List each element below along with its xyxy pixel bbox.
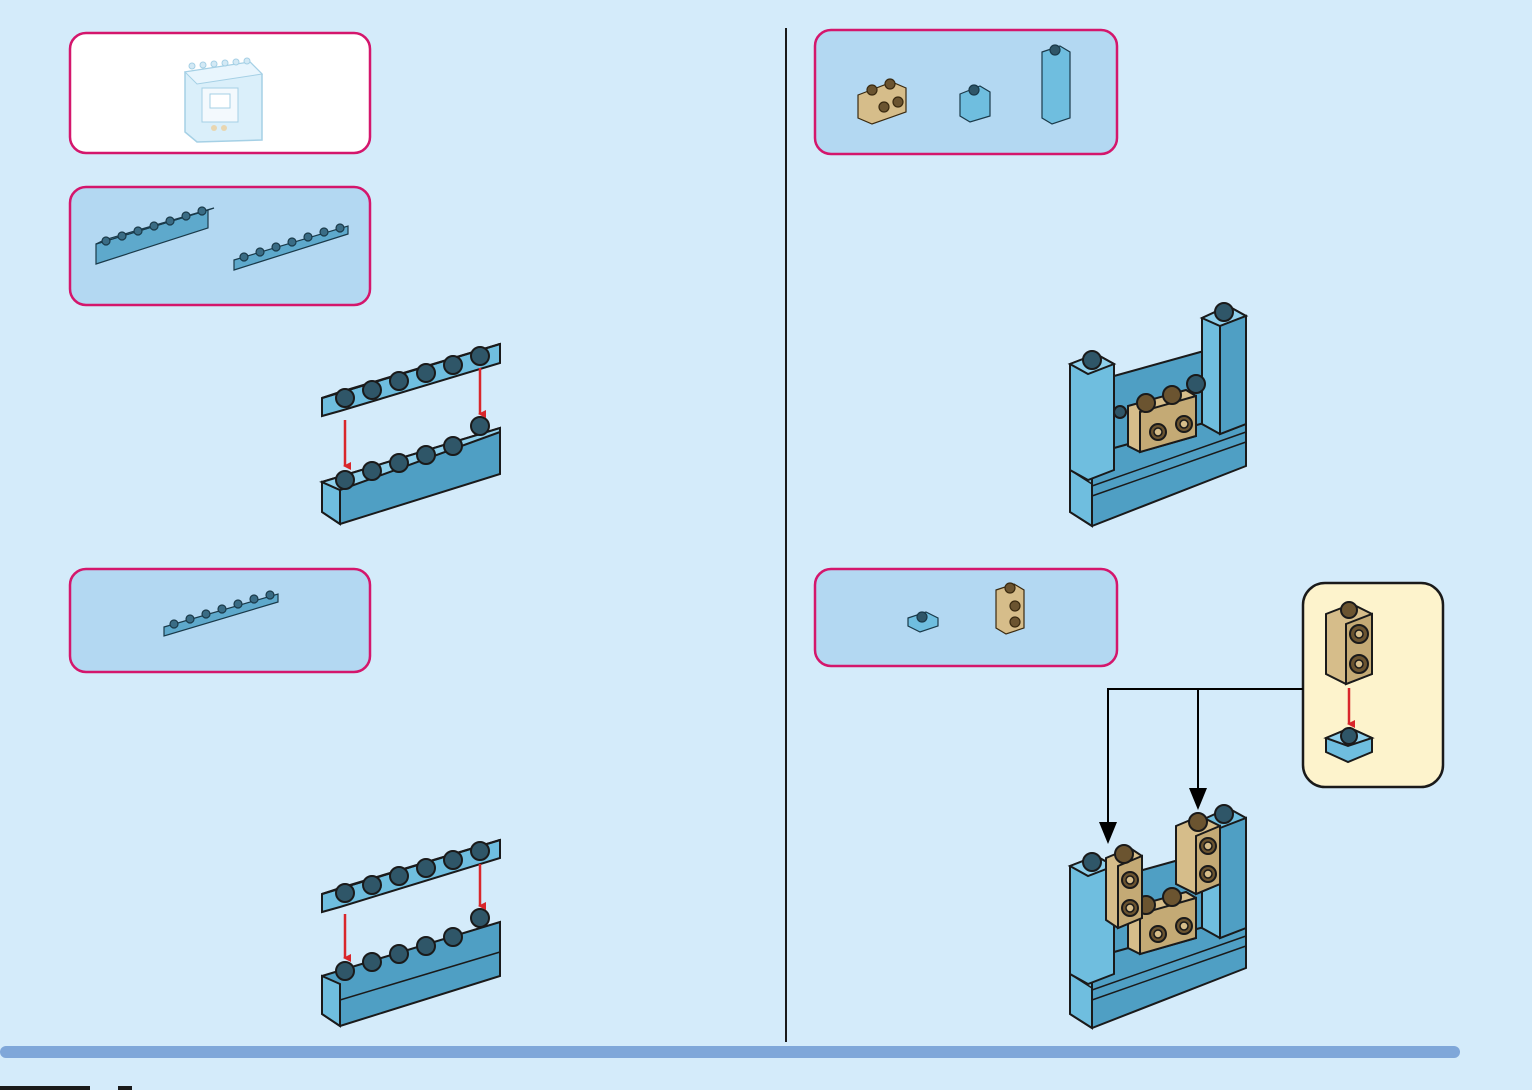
step-1-assembly [322,344,500,524]
step-2-assembly [322,840,500,1026]
connector-arrowhead-left [1099,822,1117,844]
tan-1x1-brick-callout [1326,602,1372,684]
blue-1x1x3-brick-icon [1042,45,1070,124]
step-2-parts-panel [70,569,370,672]
wall-panel-preview-icon [185,58,262,142]
step-1-parts-panel [70,187,370,305]
step-4-parts-panel [815,569,1117,666]
step-3-assembly [1070,303,1246,526]
page-number-mark [0,1086,90,1090]
step-4-subassembly-callout [1303,583,1443,787]
step-4-assembly [1070,805,1246,1028]
callout-connector-lines [1108,689,1303,822]
overview-parts-panel [70,33,370,153]
page-number-mark-2 [118,1086,132,1090]
footer-bar [0,1046,1460,1058]
connector-arrowhead-right [1189,788,1207,810]
tan-1x1-brick-side-studs-icon [996,583,1024,634]
step-3-parts-panel [815,30,1117,154]
